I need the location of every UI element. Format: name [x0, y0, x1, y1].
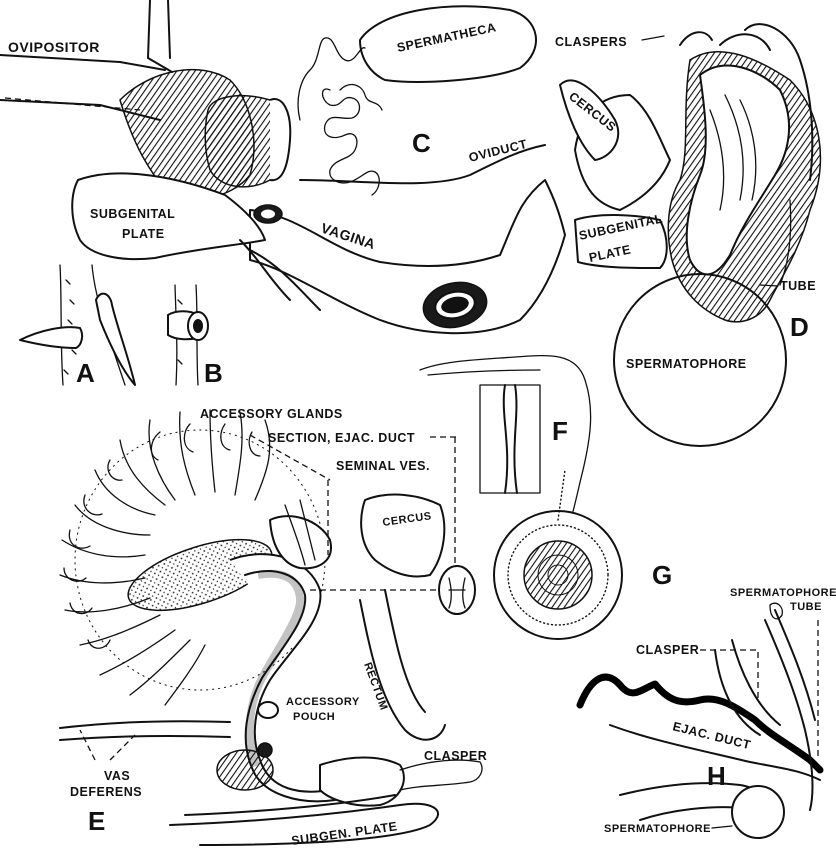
label-section-ejac-duct: SECTION, EJAC. DUCT	[268, 431, 415, 445]
panel-b-drawing	[168, 285, 208, 385]
panel-label-d: D	[790, 312, 809, 342]
label-claspers: CLASPERS	[555, 35, 627, 49]
label-spermatophore-d: SPERMATOPHORE	[626, 357, 747, 371]
panel-label-b: B	[204, 358, 223, 388]
panel-label-f: F	[552, 416, 568, 446]
panel-label-g: G	[652, 560, 673, 590]
label-tube: TUBE	[780, 279, 816, 293]
label-clasper-h: CLASPER	[636, 643, 699, 657]
label-ovipositor: OVIPOSITOR	[8, 39, 100, 55]
panel-label-a: A	[76, 358, 95, 388]
panel-h-drawing	[580, 603, 820, 838]
label-subgen-plate: SUBGEN. PLATE	[290, 819, 398, 848]
label-vas-deferens-1: VAS	[104, 769, 130, 783]
label-accessory-pouch-2: POUCH	[293, 711, 335, 723]
panel-label-h: H	[707, 761, 726, 791]
label-rectum: RECTUM	[361, 661, 389, 712]
panel-label-c: C	[412, 128, 431, 158]
label-subgenital-1: SUBGENITAL	[90, 207, 175, 221]
label-subgenital-2: PLATE	[122, 227, 165, 241]
label-accessory-pouch-1: ACCESSORY	[286, 696, 360, 708]
panel-g-drawing	[494, 470, 622, 639]
label-seminal-ves: SEMINAL VES.	[336, 459, 430, 473]
label-spermatophore-tube-1: SPERMATOPHORE	[730, 587, 836, 599]
label-clasper-e: CLASPER	[424, 749, 487, 763]
label-accessory-glands: ACCESSORY GLANDS	[200, 407, 343, 421]
label-spermatophore-h: SPERMATOPHORE	[604, 823, 711, 835]
label-spermatophore-tube-2: TUBE	[790, 601, 822, 613]
label-vas-deferens-2: DEFERENS	[70, 785, 142, 799]
panel-label-e: E	[88, 806, 106, 836]
